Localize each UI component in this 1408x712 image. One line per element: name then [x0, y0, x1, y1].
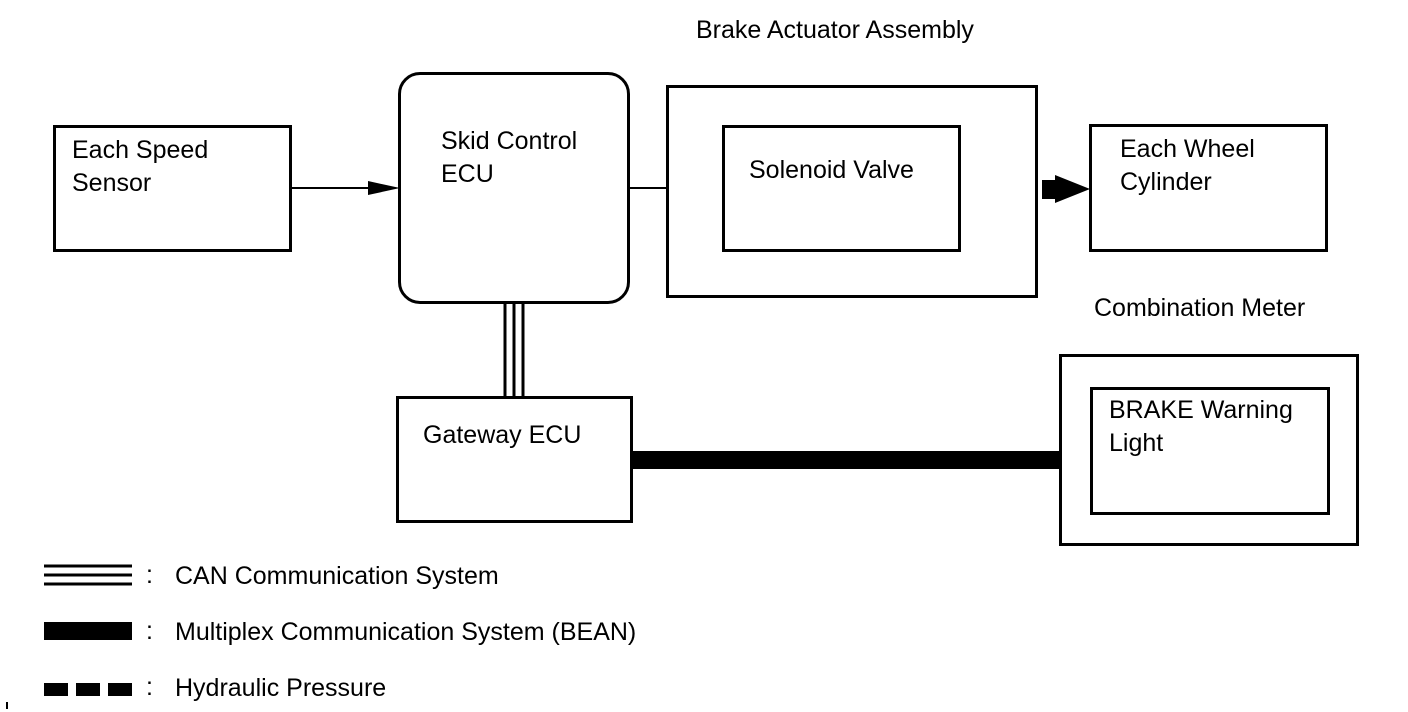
- legend-can-colon: :: [146, 561, 153, 589]
- corner-mark: [6, 702, 8, 709]
- gateway-ecu-label: Gateway ECU: [423, 421, 582, 449]
- brake-actuator-assembly: Solenoid Valve: [666, 85, 1038, 298]
- legend-bean-symbol: [44, 622, 132, 640]
- combination-meter-title: Combination Meter: [1094, 294, 1306, 322]
- solenoid-valve-label: Solenoid Valve: [749, 156, 914, 184]
- brake-warning-light-label: BRAKE Warning Light: [1109, 396, 1293, 457]
- brake-warning-light-block: BRAKE Warning Light: [1090, 387, 1330, 515]
- bean-bus-line: [631, 451, 1061, 469]
- legend-bean-colon: :: [146, 617, 153, 645]
- signal-arrow-speed-to-ecu: [291, 181, 400, 195]
- speed-sensor-label: Each Speed Sensor: [72, 136, 209, 197]
- can-bus-line: [503, 302, 525, 398]
- legend-hydraulic-colon: :: [146, 673, 153, 701]
- brake-actuator-title: Brake Actuator Assembly: [696, 16, 974, 44]
- legend-can-symbol: [44, 564, 132, 586]
- solenoid-valve-block: Solenoid Valve: [722, 125, 961, 252]
- wheel-cylinder-label: Each Wheel Cylinder: [1120, 135, 1255, 196]
- wheel-cylinder-block: Each Wheel Cylinder: [1089, 124, 1328, 252]
- legend-hydraulic-label: Hydraulic Pressure: [175, 674, 387, 702]
- legend-can-label: CAN Communication System: [175, 562, 499, 590]
- speed-sensor-block: Each Speed Sensor: [53, 125, 292, 252]
- combination-meter-block: BRAKE Warning Light: [1059, 354, 1359, 546]
- legend-hydraulic-symbol: [44, 683, 132, 696]
- gateway-ecu-block: Gateway ECU: [396, 396, 633, 523]
- skid-control-ecu-block: Skid Control ECU: [398, 72, 630, 304]
- legend-bean-label: Multiplex Communication System (BEAN): [175, 618, 637, 646]
- skid-control-ecu-label: Skid Control ECU: [441, 127, 578, 188]
